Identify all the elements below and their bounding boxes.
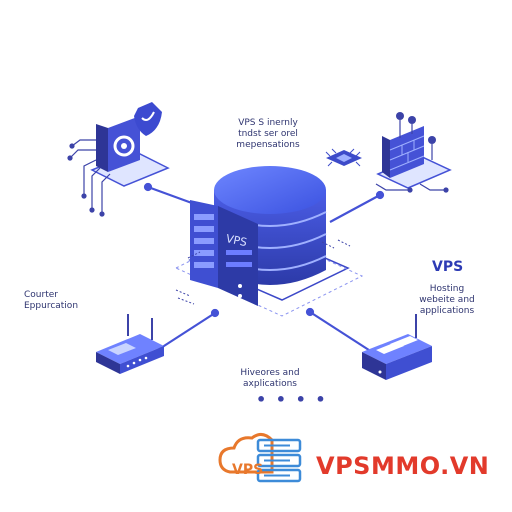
vps-heading: VPS xyxy=(432,259,464,275)
flow-arrows xyxy=(175,239,351,305)
router-icon xyxy=(96,314,164,374)
label-line: Eppurcation xyxy=(24,301,79,311)
label-top-center: VPS S inernly tndst ser orel mepensation… xyxy=(218,118,318,151)
router-icon xyxy=(362,314,432,380)
chip-icon xyxy=(325,148,362,167)
server-icon xyxy=(190,166,327,306)
gear-shield-icon xyxy=(90,102,170,187)
label-line: applications xyxy=(419,306,475,316)
circuit-traces-right xyxy=(375,183,449,193)
brand-logo-text: VPS xyxy=(232,462,264,478)
firewall-icon xyxy=(376,112,452,189)
circuit-traces-left xyxy=(67,139,111,217)
label-bottom-center: Hiveores and axplications xyxy=(222,368,318,390)
label-line: tndst ser orel xyxy=(238,129,298,139)
link-top-right xyxy=(329,194,381,223)
server-badge: VPS xyxy=(225,232,248,249)
label-left: Courter Eppurcation xyxy=(24,290,114,312)
label-line: mepensations xyxy=(236,140,300,150)
label-right: Hosting webeite and applications xyxy=(402,284,492,317)
brand-name: VPSMMO.VN xyxy=(316,452,490,480)
connector-lines xyxy=(143,182,385,356)
ellipsis-dots: • • • • xyxy=(256,390,328,409)
label-line: Hosting xyxy=(429,284,465,294)
brand-logo: VPS VPSMMO.VN xyxy=(220,438,500,496)
label-line: VPS S inernly xyxy=(238,118,298,128)
label-line: webeite and xyxy=(419,295,475,305)
link-bottom-right xyxy=(309,311,373,353)
cloud-server-logo xyxy=(218,433,302,483)
label-line: axplications xyxy=(243,379,297,389)
label-line: Hiveores and xyxy=(240,368,300,378)
label-line: Courter xyxy=(24,290,58,300)
